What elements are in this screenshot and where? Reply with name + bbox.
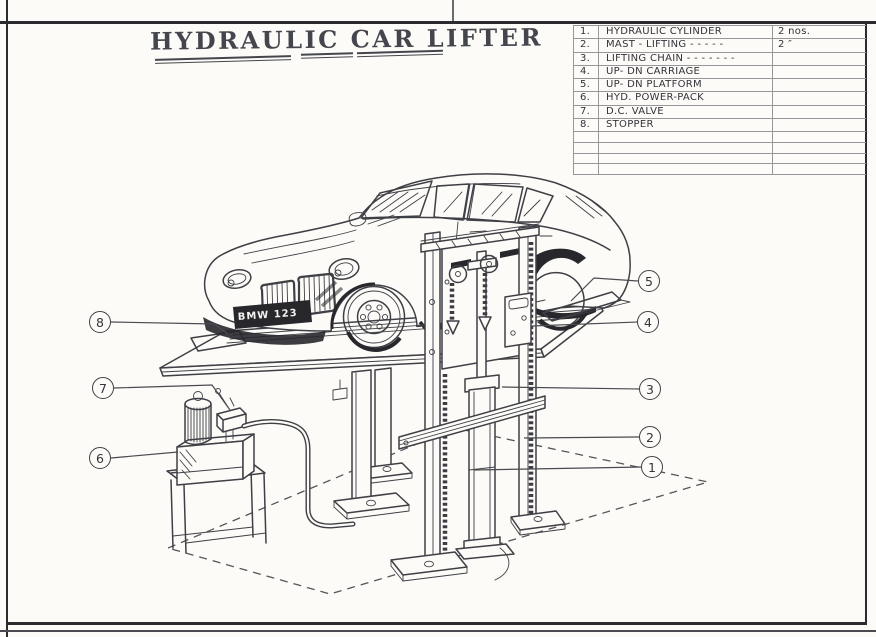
table-row: 6. HYD. POWER-PACK (574, 92, 866, 106)
part-name: LIFTING CHAIN - - - - - - - (599, 52, 773, 65)
sheet-border-bottom (6, 622, 867, 625)
part-name: STOPPER (599, 119, 773, 132)
part-qty (773, 143, 866, 153)
callout-6-number: 6 (96, 450, 104, 466)
sheet-border-left (6, 0, 8, 637)
callout-7: 7 (92, 377, 114, 399)
part-qty (773, 106, 866, 118)
callout-7-number: 7 (99, 380, 107, 396)
part-number: 7. (574, 105, 599, 119)
table-row: 7. D.C. VALVE (574, 105, 866, 120)
sheet-border-top (0, 21, 876, 24)
ramp (542, 291, 631, 322)
sheet-edge-line (0, 630, 876, 632)
lifting-masts (390, 223, 566, 582)
part-number: 3. (574, 52, 599, 65)
carriage-lock-plate (504, 292, 546, 348)
table-row: 8. STOPPER (574, 119, 866, 133)
part-name: MAST - LIFTING - - - - - (599, 39, 773, 52)
callout-2: 2 (639, 426, 661, 448)
table-row: 2. MAST - LIFTING - - - - - 2 ″ (574, 39, 866, 53)
callout-1-number: 1 (648, 459, 656, 475)
callout-1: 1 (641, 456, 663, 478)
callout-2-number: 2 (646, 429, 654, 445)
license-plate-text: BMW 123 (237, 308, 298, 323)
part-number: 5. (574, 79, 599, 92)
part-name (599, 164, 773, 175)
front-wheel (330, 282, 406, 352)
callout-8: 8 (89, 311, 111, 333)
part-qty (773, 79, 866, 91)
part-name: UP- DN PLATFORM (599, 79, 773, 92)
table-row-empty (574, 164, 866, 176)
table-row-empty (574, 143, 866, 154)
license-plate: BMW 123 (233, 300, 312, 329)
part-name (599, 143, 773, 153)
part-number: 2. (574, 39, 599, 52)
part-qty: 2 nos. (778, 26, 811, 37)
page-fold-mark (452, 0, 454, 21)
part-qty (773, 132, 866, 142)
platform-columns (332, 367, 413, 520)
table-row: 4. UP- DN CARRIAGE (574, 65, 866, 80)
electric-motor (184, 391, 212, 446)
table-row-empty (574, 153, 866, 165)
table-row-empty (574, 132, 866, 144)
table-row: 1. HYDRAULIC CYLINDER 2 nos. (574, 26, 866, 40)
callout-8-number: 8 (96, 314, 104, 330)
callout-3: 3 (639, 378, 661, 400)
part-qty (773, 119, 866, 131)
part-number: 6. (574, 92, 599, 105)
part-number (574, 143, 599, 153)
part-qty: 2 ″ (778, 39, 793, 51)
part-number: 1. (574, 26, 599, 39)
part-qty (773, 164, 866, 174)
callout-4-number: 4 (644, 314, 652, 330)
part-number (574, 132, 599, 143)
part-name: UP- DN CARRIAGE (599, 65, 773, 79)
part-number: 4. (574, 65, 599, 79)
part-qty (773, 53, 866, 65)
hydraulic-pipe (241, 419, 356, 529)
part-name: HYD. POWER-PACK (599, 92, 773, 105)
part-name (599, 153, 773, 164)
rear-wheel (528, 248, 587, 331)
callout-3-number: 3 (646, 381, 654, 397)
callout-6: 6 (89, 447, 111, 469)
part-name: D.C. VALVE (599, 105, 773, 119)
lifting-chain (446, 273, 492, 335)
mast-left (390, 231, 468, 582)
table-row: 3. LIFTING CHAIN - - - - - - - (574, 52, 866, 66)
part-number (574, 153, 599, 164)
part-qty (773, 154, 866, 164)
callout-5: 5 (638, 270, 660, 292)
callout-leader-lines (110, 277, 642, 471)
parts-list-table: 1. HYDRAULIC CYLINDER 2 nos. 2. MAST - L… (573, 25, 866, 176)
cross-beam (398, 395, 546, 450)
hydraulic-cylinder (455, 374, 515, 581)
part-name: HYDRAULIC CYLINDER (599, 26, 773, 39)
part-qty (773, 66, 866, 78)
table-row: 5. UP- DN PLATFORM (574, 79, 866, 93)
sheet-border-right (865, 21, 867, 624)
callout-5-number: 5 (645, 273, 653, 289)
part-number: 8. (574, 119, 599, 132)
callout-4: 4 (637, 311, 659, 333)
hydraulic-power-pack (166, 388, 356, 554)
part-name (599, 132, 773, 143)
part-qty (773, 92, 866, 104)
part-number (574, 164, 599, 175)
